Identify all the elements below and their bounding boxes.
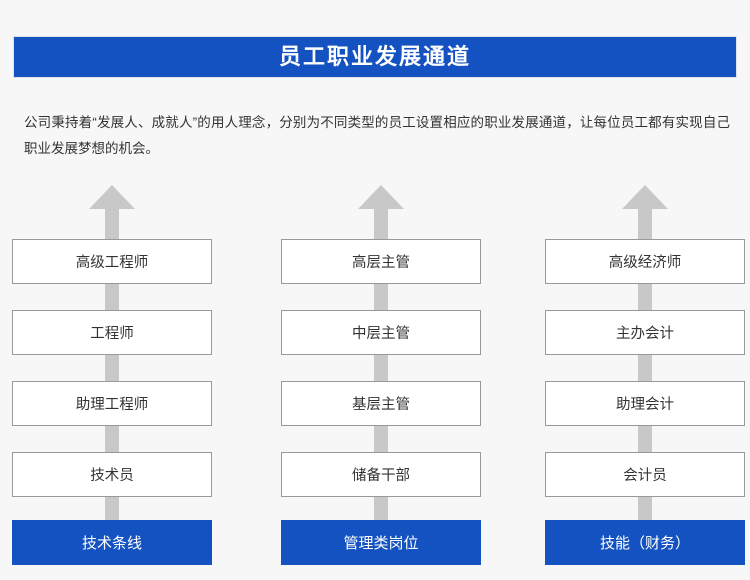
career-track-label[interactable]: 技术条线 <box>12 520 212 565</box>
page-title: 员工职业发展通道 <box>278 44 471 69</box>
level-box[interactable]: 高级经济师 <box>545 239 745 284</box>
career-track-label[interactable]: 技能（财务） <box>545 520 745 565</box>
level-box[interactable]: 储备干部 <box>281 452 481 497</box>
level-box[interactable]: 助理工程师 <box>12 381 212 426</box>
arrow-head <box>89 185 135 209</box>
level-box[interactable]: 技术员 <box>12 452 212 497</box>
career-column-management: 高层主管 中层主管 基层主管 储备干部 管理类岗位 <box>281 180 481 570</box>
level-box[interactable]: 高级工程师 <box>12 239 212 284</box>
level-box[interactable]: 助理会计 <box>545 381 745 426</box>
level-box[interactable]: 高层主管 <box>281 239 481 284</box>
career-column-technical: 高级工程师 工程师 助理工程师 技术员 技术条线 <box>12 180 212 570</box>
intro-paragraph: 公司秉持着“发展人、成就人”的用人理念，分别为不同类型的员工设置相应的职业发展通… <box>24 114 730 156</box>
level-box[interactable]: 中层主管 <box>281 310 481 355</box>
career-column-finance: 高级经济师 主办会计 助理会计 会计员 技能（财务） <box>545 180 745 570</box>
arrow-head <box>358 185 404 209</box>
level-box[interactable]: 主办会计 <box>545 310 745 355</box>
career-path-diagram: 高级工程师 工程师 助理工程师 技术员 技术条线 高层主管 中层主管 基层主管 … <box>0 180 750 570</box>
level-box[interactable]: 会计员 <box>545 452 745 497</box>
career-track-label[interactable]: 管理类岗位 <box>281 520 481 565</box>
level-box[interactable]: 基层主管 <box>281 381 481 426</box>
page-title-banner: 员工职业发展通道 <box>13 36 737 78</box>
level-box[interactable]: 工程师 <box>12 310 212 355</box>
arrow-head <box>622 185 668 209</box>
